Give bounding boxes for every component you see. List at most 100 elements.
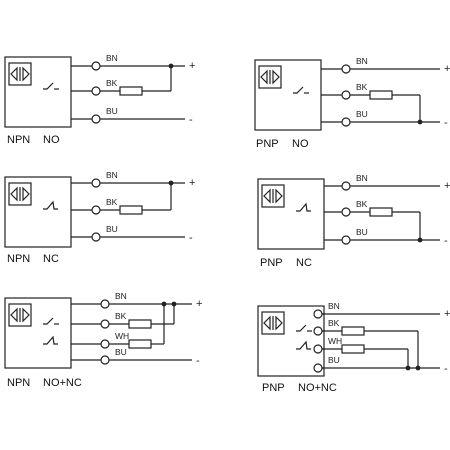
- minus-sign: -: [196, 355, 200, 367]
- minus-sign: -: [189, 232, 193, 244]
- terminal-circle: [341, 117, 351, 127]
- wire-label-bn: BN: [115, 291, 127, 301]
- junction-dot: [161, 301, 167, 307]
- terminal-circle: [313, 344, 323, 354]
- terminal-circle: [100, 339, 110, 349]
- diagram-npn-nonc: BN BK WH BU + - NPN NO+NC: [4, 291, 202, 389]
- junction-dot: [405, 365, 411, 371]
- terminal-circle: [100, 319, 110, 329]
- wire-label-bk: BK: [106, 78, 118, 88]
- diagram-npn-nc: BN BK BU + - NPN NC: [4, 170, 195, 265]
- junction-dot: [168, 180, 174, 186]
- junction-dot: [171, 301, 177, 307]
- junction-dot: [417, 237, 423, 243]
- terminal-circle: [91, 114, 101, 124]
- caption-type: NPN: [7, 377, 30, 389]
- minus-sign: -: [189, 114, 193, 126]
- wire-label-bn: BN: [356, 56, 368, 66]
- caption-type: NPN: [7, 253, 30, 265]
- terminal-circle: [313, 363, 323, 373]
- terminal-circle: [91, 61, 101, 71]
- terminal-circle: [341, 235, 351, 245]
- diagram-pnp-nonc: BN BK WH BU + - PNP NO+NC: [257, 301, 450, 394]
- load-resistor-icon: [128, 339, 152, 349]
- junction-dot: [415, 365, 421, 371]
- load-resistor-icon: [341, 326, 365, 336]
- plus-sign: +: [196, 298, 202, 310]
- sensor-icon: [10, 66, 30, 82]
- wire-label-bk: BK: [356, 199, 368, 209]
- caption-output: NC: [296, 257, 312, 269]
- junction-dot: [417, 119, 423, 125]
- switch-contact-icon: [296, 324, 312, 332]
- load-resistor-icon: [369, 207, 393, 217]
- wire-label-bu: BU: [356, 227, 368, 237]
- caption-type: PNP: [262, 382, 285, 394]
- caption-output: NO+NC: [43, 377, 82, 389]
- terminal-circle: [91, 205, 101, 215]
- wire-label-bu: BU: [106, 224, 118, 234]
- switch-contact-icon: [43, 82, 59, 90]
- wire-label-bu: BU: [356, 109, 368, 119]
- wire-label-bu: BU: [106, 106, 118, 116]
- wire-label-bk: BK: [115, 311, 127, 321]
- caption-output: NO+NC: [298, 382, 337, 394]
- load-resistor-icon: [119, 86, 143, 96]
- wire-label-bn: BN: [106, 53, 118, 63]
- sensor-icon: [263, 315, 283, 331]
- plus-sign: +: [189, 60, 195, 72]
- terminal-circle: [91, 178, 101, 188]
- switch-contact-icon: [43, 335, 58, 345]
- caption-type: PNP: [260, 257, 283, 269]
- terminal-circle: [341, 207, 351, 217]
- switch-contact-icon: [296, 340, 311, 350]
- junction-dot: [168, 63, 174, 69]
- caption-output: NO: [292, 138, 309, 150]
- plus-sign: +: [444, 63, 450, 75]
- sensor-icon: [10, 186, 30, 202]
- wire-label-bk: BK: [356, 82, 368, 92]
- terminal-circle: [91, 86, 101, 96]
- switch-contact-icon: [43, 200, 58, 210]
- switch-contact-icon: [293, 86, 309, 94]
- terminal-circle: [341, 181, 351, 191]
- load-resistor-icon: [119, 205, 143, 215]
- plus-sign: +: [444, 308, 450, 320]
- wire-label-bn: BN: [106, 170, 118, 180]
- load-resistor-icon: [369, 90, 393, 100]
- caption-type: NPN: [7, 134, 30, 146]
- minus-sign: -: [444, 235, 448, 247]
- wire-label-bn: BN: [356, 173, 368, 183]
- sensor-icon: [10, 307, 30, 323]
- sensor-icon: [263, 188, 283, 204]
- caption-output: NC: [43, 253, 59, 265]
- terminal-circle: [341, 64, 351, 74]
- diagram-npn-no: BN BK BU + - NPN NO: [4, 53, 195, 146]
- terminal-circle: [100, 299, 110, 309]
- wire-label-bn: BN: [328, 301, 340, 311]
- wire-label-bk: BK: [328, 318, 340, 328]
- terminal-circle: [100, 355, 110, 365]
- terminal-circle: [341, 90, 351, 100]
- diagram-pnp-nc: BN BK BU + - PNP NC: [257, 173, 450, 269]
- caption-output: NO: [43, 134, 60, 146]
- plus-sign: +: [444, 180, 450, 192]
- switch-contact-icon: [43, 317, 59, 325]
- wire-label-bk: BK: [106, 197, 118, 207]
- terminal-circle: [313, 326, 323, 336]
- wire-label-bu: BU: [115, 347, 127, 357]
- sensor-icon: [260, 69, 280, 85]
- load-resistor-icon: [128, 319, 152, 329]
- caption-type: PNP: [256, 138, 279, 150]
- diagram-pnp-no: BN BK BU + - PNP NO: [254, 56, 450, 150]
- load-resistor-icon: [341, 344, 365, 354]
- minus-sign: -: [444, 117, 448, 129]
- wire-label-wh: WH: [328, 336, 342, 346]
- minus-sign: -: [444, 363, 448, 375]
- plus-sign: +: [189, 177, 195, 189]
- switch-contact-icon: [296, 202, 311, 212]
- wire-label-wh: WH: [115, 331, 129, 341]
- terminal-circle: [91, 232, 101, 242]
- wire-label-bu: BU: [328, 355, 340, 365]
